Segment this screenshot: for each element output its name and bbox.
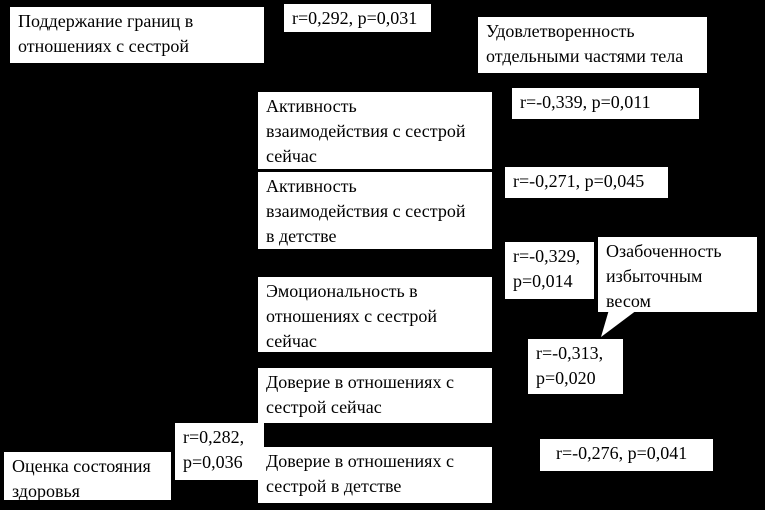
correlation-interaction-childhood-weight: r=-0,271, p=0,045 — [505, 167, 668, 198]
callout-tail-icon — [601, 310, 637, 337]
node-emotionality-with-sister-now: Эмоциональность в отношениях с сестрой с… — [258, 277, 492, 352]
node-body-parts-satisfaction: Удовлетворенность отдельными частями тел… — [478, 17, 707, 73]
node-health-status: Оценка состояния здоровья — [4, 452, 171, 500]
correlation-trust-childhood-weight: r=-0,276, p=0,041 — [540, 439, 713, 471]
node-overweight-concern: Озабоченность избыточным весом — [598, 237, 757, 312]
node-interaction-with-sister-childhood: Активность взаимодействия с сестрой в де… — [258, 172, 492, 249]
correlation-interaction-now-body: r=-0,339, p=0,011 — [512, 88, 699, 119]
node-trust-with-sister-now: Доверие в отношениях с сестрой сейчас — [258, 368, 492, 423]
correlation-health-trust: r=0,282, p=0,036 — [175, 423, 264, 480]
node-trust-with-sister-childhood: Доверие в отношениях с сестрой в детстве — [258, 447, 492, 503]
correlation-boundaries-body: r=0,292, p=0,031 — [284, 4, 431, 32]
correlation-emotionality-weight: r=-0,329, p=0,014 — [505, 242, 594, 299]
node-interaction-with-sister-now: Активность взаимодействия с сестрой сейч… — [258, 92, 492, 169]
correlation-trust-now-weight: r=-0,313, p=0,020 — [528, 339, 623, 394]
node-maintain-boundaries: Поддержание границ в отношениях с сестро… — [10, 7, 264, 63]
